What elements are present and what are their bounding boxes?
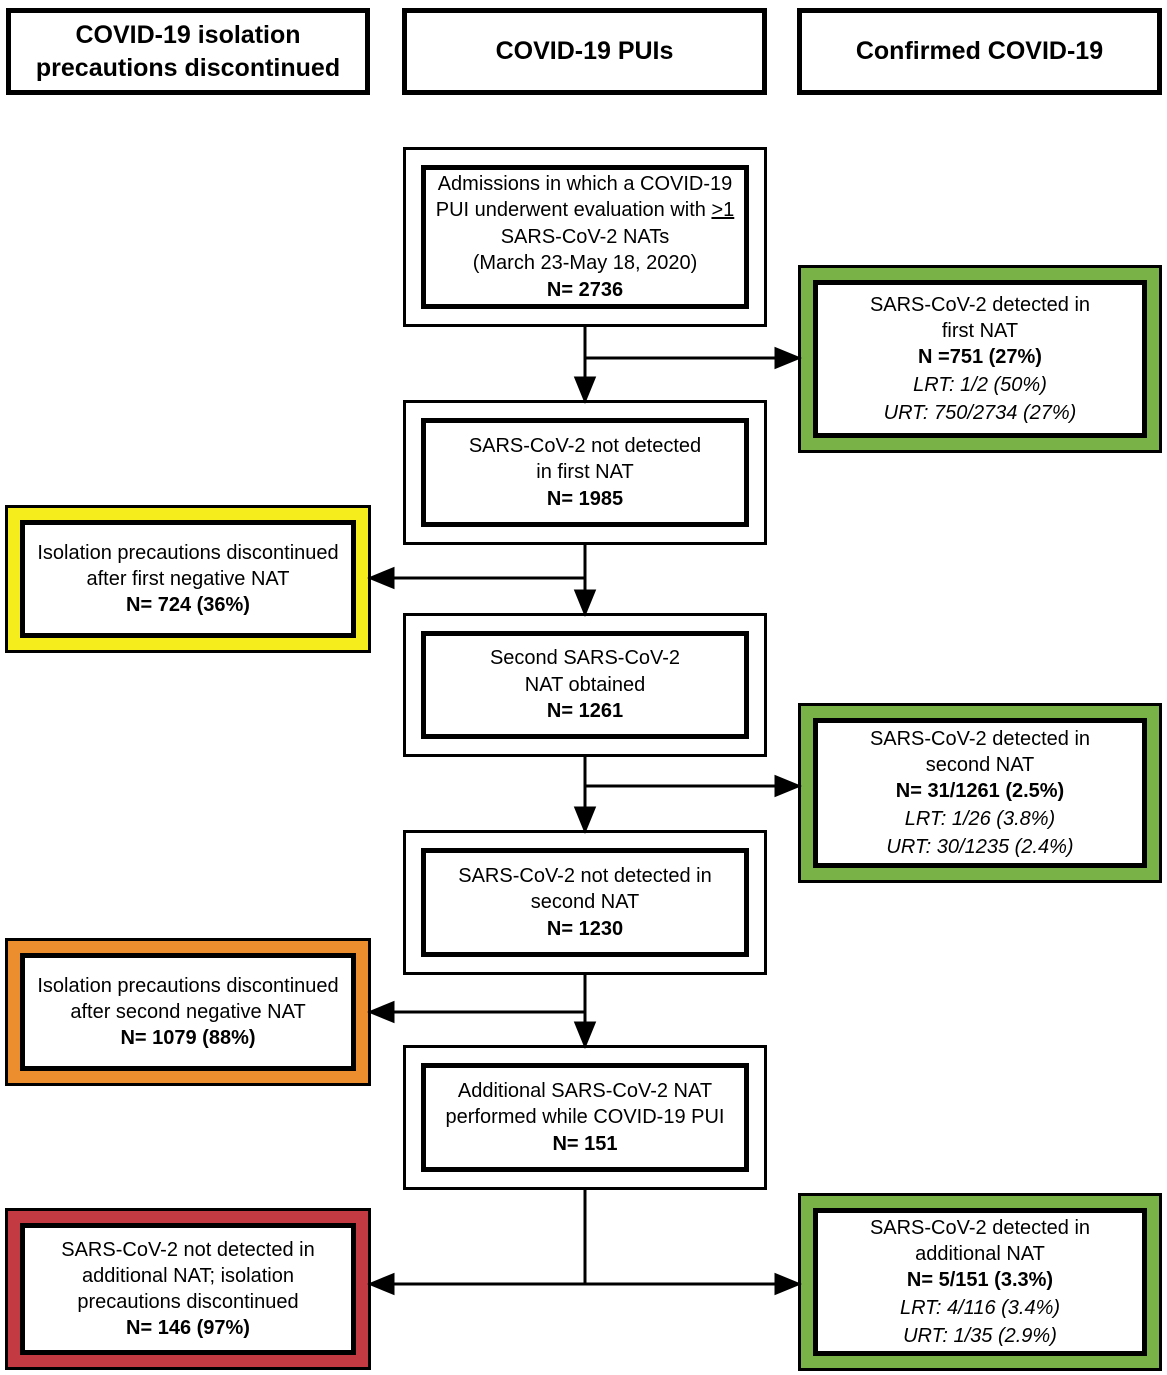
header-isolation-discontinued: COVID-19 isolation precautions discontin… (6, 8, 370, 95)
arrowhead-left-1 (367, 566, 395, 590)
urt-value: URT: 750/2734 (27%) (883, 402, 1077, 424)
arrowhead-down-3 (573, 806, 597, 834)
lrt-value: LRT: 1/2 (50%) (913, 374, 1047, 396)
flow-box-not-detected-first: SARS-CoV-2 not detected in first NAT N= … (403, 400, 767, 545)
outcome-box-first-negative: Isolation precautions discontinued after… (5, 505, 371, 653)
n-value: N= 31/1261 (2.5%) (895, 780, 1065, 802)
box-text: SARS-CoV-2 not detected in additional NA… (61, 1239, 315, 1313)
n-value: N= 1985 (546, 487, 624, 510)
n-value: N= 2736 (546, 278, 624, 301)
n-value: N =751 (27%) (918, 346, 1042, 368)
arrowhead-right-2 (774, 774, 802, 798)
arrowhead-down-1 (573, 376, 597, 404)
lrt-value: LRT: 4/116 (3.4%) (899, 1297, 1061, 1319)
n-value: N= 1261 (546, 700, 624, 723)
box-text: Isolation precautions discontinued after… (37, 975, 339, 1023)
box-text: Second SARS-CoV-2 NAT obtained (489, 647, 681, 696)
outcome-box-additional-negative: SARS-CoV-2 not detected in additional NA… (5, 1208, 371, 1370)
outcome-box-second-negative: Isolation precautions discontinued after… (5, 938, 371, 1086)
flow-box-not-detected-second: SARS-CoV-2 not detected in second NAT N=… (403, 830, 767, 975)
arrowhead-right-3 (774, 1272, 802, 1296)
arrowhead-left-2 (367, 1000, 395, 1024)
arrowhead-left-3 (367, 1272, 395, 1296)
header-covid-puis: COVID-19 PUIs (402, 8, 767, 95)
confirmed-box-first-nat: SARS-CoV-2 detected in first NAT N =751 … (798, 265, 1162, 453)
flow-box-second-nat: Second SARS-CoV-2 NAT obtained N= 1261 (403, 613, 767, 757)
box-text: SARS-CoV-2 detected in second NAT (869, 728, 1091, 776)
n-value: N= 1079 (88%) (120, 1027, 256, 1049)
lrt-value: LRT: 1/26 (3.8%) (904, 808, 1056, 830)
n-value: N= 1230 (546, 917, 624, 940)
arrowhead-right-1 (774, 346, 802, 370)
confirmed-box-additional-nat: SARS-CoV-2 detected in additional NAT N=… (798, 1193, 1162, 1371)
arrowhead-down-2 (573, 589, 597, 617)
n-value: N= 724 (36%) (126, 594, 250, 616)
urt-value: URT: 30/1235 (2.4%) (886, 836, 1074, 858)
flow-box-admissions: Admissions in which a COVID-19 PUI under… (403, 147, 767, 327)
box-text: Admissions in which a COVID-19 PUI under… (435, 173, 735, 275)
confirmed-box-second-nat: SARS-CoV-2 detected in second NAT N= 31/… (798, 703, 1162, 883)
header-confirmed-covid: Confirmed COVID-19 (797, 8, 1162, 95)
flow-box-additional-nat: Additional SARS-CoV-2 NAT performed whil… (403, 1045, 767, 1190)
urt-value: URT: 1/35 (2.9%) (903, 1325, 1057, 1347)
arrowhead-down-4 (573, 1021, 597, 1049)
box-text: SARS-CoV-2 not detected in first NAT (468, 434, 702, 484)
box-text: Isolation precautions discontinued after… (37, 542, 339, 590)
box-text: SARS-CoV-2 not detected in second NAT (458, 864, 712, 914)
n-value: N= 146 (97%) (126, 1317, 250, 1339)
geq-symbol: >1 (711, 199, 735, 222)
n-value: N= 151 (552, 1132, 618, 1155)
box-text: SARS-CoV-2 detected in first NAT (869, 294, 1091, 342)
box-text: Additional SARS-CoV-2 NAT performed whil… (445, 1079, 725, 1129)
n-value: N= 5/151 (3.3%) (906, 1269, 1054, 1291)
box-text: SARS-CoV-2 detected in additional NAT (869, 1217, 1091, 1265)
